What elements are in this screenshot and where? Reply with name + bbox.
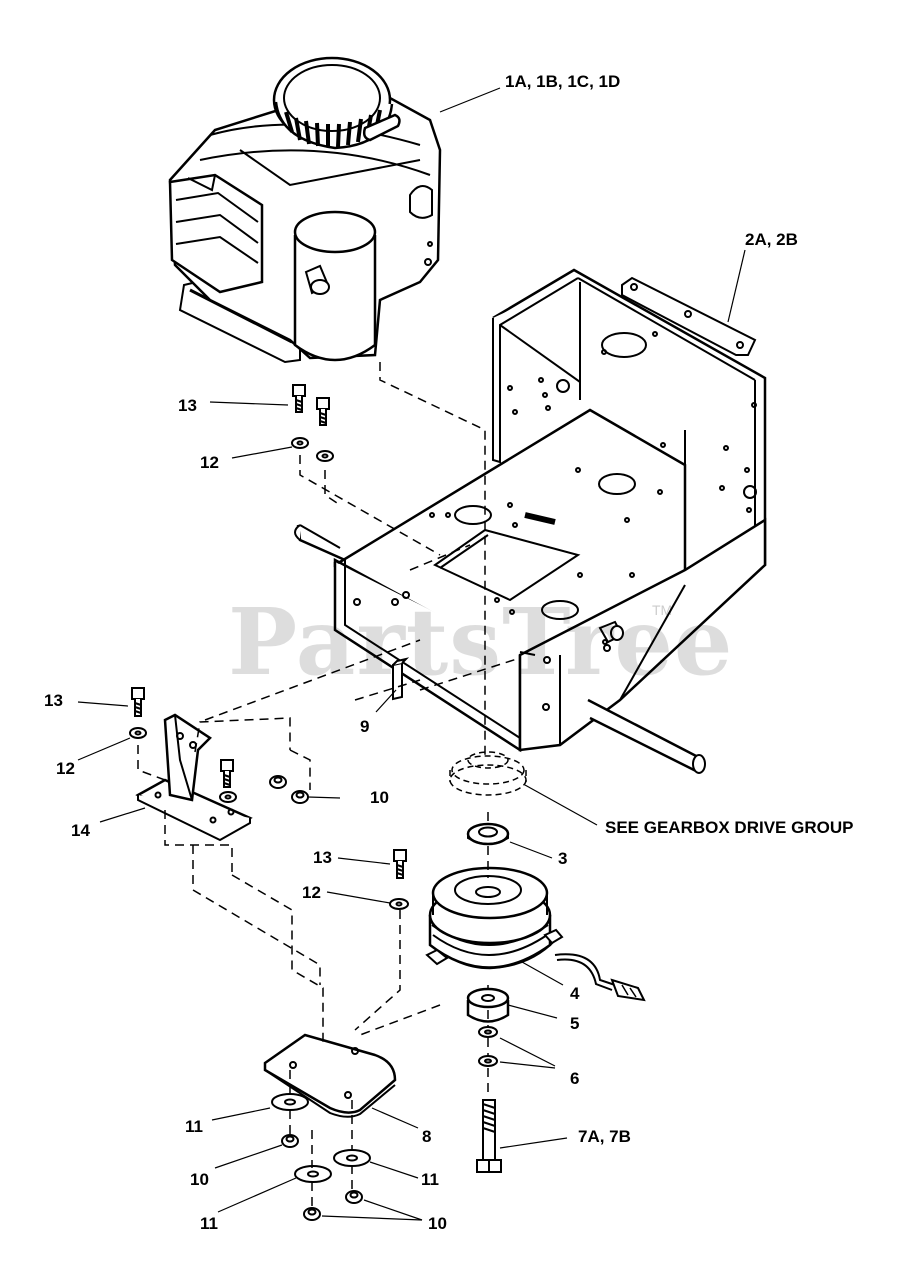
callout-spacer-5[interactable]: 5 bbox=[570, 1014, 580, 1033]
frame-icon[interactable] bbox=[294, 268, 767, 774]
watermark-trademark: TM bbox=[652, 602, 673, 618]
callout-bolt-13-a[interactable]: 13 bbox=[178, 396, 197, 415]
callout-nut-10-upper[interactable]: 10 bbox=[370, 788, 389, 807]
engine-icon[interactable] bbox=[168, 56, 442, 364]
plate-icon[interactable] bbox=[263, 1033, 397, 1118]
callout-washer-11-b[interactable]: 11 bbox=[421, 1170, 439, 1189]
key-icon[interactable] bbox=[392, 657, 410, 701]
nut-icon[interactable] bbox=[269, 775, 309, 804]
callout-engine[interactable]: 1A, 1B, 1C, 1D bbox=[505, 72, 621, 91]
clutch-icon[interactable] bbox=[425, 866, 646, 1002]
bracket-icon[interactable] bbox=[135, 713, 253, 842]
callout-frame[interactable]: 2A, 2B bbox=[745, 230, 798, 249]
callout-washers-6[interactable]: 6 bbox=[570, 1069, 580, 1088]
watermark: PartsTree bbox=[228, 588, 734, 696]
washer-icon[interactable] bbox=[291, 437, 334, 462]
leader-lines bbox=[77, 87, 746, 1221]
bolt-icon[interactable] bbox=[389, 849, 409, 910]
bolt-icon[interactable] bbox=[129, 687, 237, 803]
washer-icon[interactable] bbox=[466, 822, 510, 846]
callout-bracket-14[interactable]: 14 bbox=[71, 821, 90, 840]
callout-washer-11-a[interactable]: 11 bbox=[185, 1117, 203, 1136]
callout-plate-8[interactable]: 8 bbox=[422, 1127, 432, 1146]
callout-bolt-13-b[interactable]: 13 bbox=[44, 691, 63, 710]
callout-nut-10-lower-left[interactable]: 10 bbox=[190, 1170, 209, 1189]
bolt-icon[interactable] bbox=[476, 1099, 502, 1173]
callout-key-9[interactable]: 9 bbox=[360, 717, 370, 736]
callout-gearbox-reference[interactable]: SEE GEARBOX DRIVE GROUP bbox=[605, 818, 854, 837]
callout-clutch-4[interactable]: 4 bbox=[570, 984, 580, 1003]
bolt-icon[interactable] bbox=[292, 384, 330, 426]
callout-bolt-7[interactable]: 7A, 7B bbox=[578, 1127, 631, 1146]
callout-washer-11-c[interactable]: 11 bbox=[200, 1214, 218, 1233]
gearbox-reference-icon bbox=[449, 751, 527, 796]
callout-washer-12-c[interactable]: 12 bbox=[302, 883, 321, 902]
callout-bolt-13-c[interactable]: 13 bbox=[313, 848, 332, 867]
assembly-guide-lines bbox=[137, 362, 521, 1208]
callout-washer-12-a[interactable]: 12 bbox=[200, 453, 219, 472]
callout-washer-12-b[interactable]: 12 bbox=[56, 759, 75, 778]
callout-spacer-3[interactable]: 3 bbox=[558, 849, 568, 868]
callout-nut-10-lower-right[interactable]: 10 bbox=[428, 1214, 447, 1233]
nut-icon[interactable] bbox=[281, 1134, 363, 1221]
